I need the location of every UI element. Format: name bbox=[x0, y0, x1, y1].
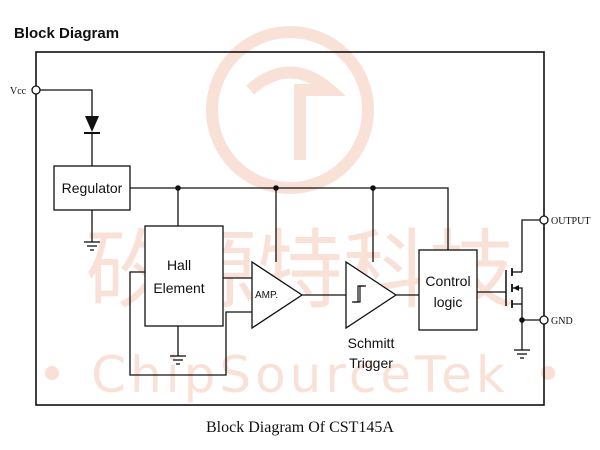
hall-label-line1: Hall bbox=[167, 257, 191, 273]
vcc-label: Vcc bbox=[10, 86, 27, 97]
schmitt-label-line1: Schmitt bbox=[348, 335, 395, 351]
control-label-line2: logic bbox=[434, 294, 463, 310]
hall-label-line2: Element bbox=[153, 280, 204, 296]
supply-rail bbox=[130, 187, 449, 250]
control-logic-block bbox=[418, 249, 478, 331]
amp-label: AMP. bbox=[255, 290, 278, 301]
regulator-label: Regulator bbox=[62, 180, 123, 196]
schmitt-label-line2: Trigger bbox=[349, 355, 393, 371]
watermark-dot-right bbox=[541, 366, 555, 380]
hysteresis-icon-b bbox=[354, 285, 366, 303]
vcc-pin bbox=[31, 85, 41, 95]
figure-caption: Block Diagram Of CST145A bbox=[206, 419, 394, 436]
watermark-dot-left bbox=[45, 366, 59, 380]
output-pin bbox=[539, 215, 549, 225]
output-ground-icon bbox=[514, 349, 530, 359]
regulator-ground-icon bbox=[84, 241, 100, 251]
output-label: OUTPUT bbox=[551, 216, 590, 227]
control-label-line1: Control bbox=[425, 273, 470, 289]
hall-ground-icon bbox=[170, 355, 186, 365]
drain-to-output-wire bbox=[521, 219, 540, 272]
mosfet-icon bbox=[505, 268, 523, 308]
hall-element-block bbox=[144, 225, 224, 327]
gnd-pin bbox=[539, 315, 549, 325]
source-to-gnd-wire bbox=[521, 304, 540, 321]
diode-icon bbox=[85, 116, 99, 132]
schmitt-trigger-block bbox=[345, 260, 398, 330]
vcc-wire bbox=[40, 89, 93, 116]
watermark-logo bbox=[206, 26, 374, 194]
gnd-label: GND bbox=[551, 316, 573, 327]
hall-return-wire bbox=[129, 271, 252, 376]
chip-outline bbox=[35, 51, 545, 406]
heading: Block Diagram bbox=[14, 25, 119, 42]
amp-block bbox=[251, 260, 304, 330]
